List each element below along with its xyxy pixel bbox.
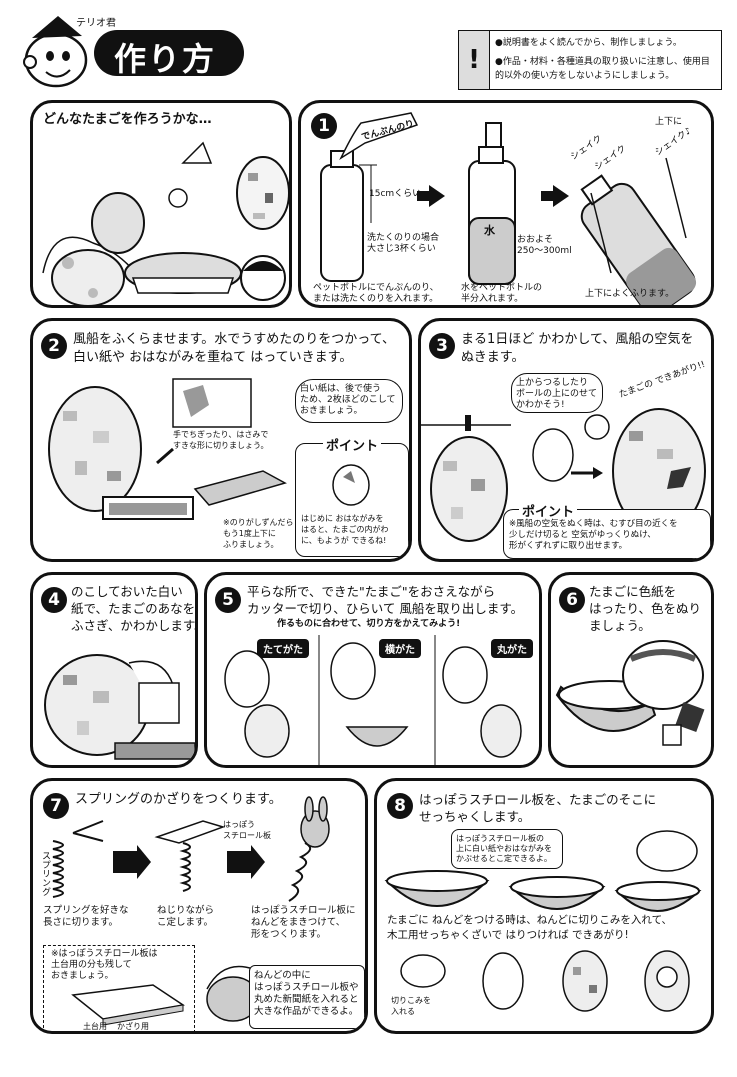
- intro-panel: どんなたまごを作ろうかな…: [30, 100, 292, 308]
- board-illustration: [71, 984, 185, 1026]
- step-4-panel: 4 のこしておいた白い 紙で、たまごのあなを ふさぎ、かわかします。: [30, 572, 198, 768]
- step-1-caption-b: 水をペットボトルの 半分入れます。: [461, 283, 543, 304]
- keep-paper-note: 白い紙は、後で使う ため、2枚ほどのこして おきましょう。: [295, 379, 403, 423]
- step-2-title: 風船をふくらませます。水でうすめたのりをつかって、 白い紙や おはながみを重ねて…: [73, 332, 396, 365]
- step-7-caption-a: スプリングを好きな 長さに切ります。: [43, 905, 129, 928]
- step-2-number: 2: [41, 333, 67, 359]
- cut-vertical-tag: たてがた: [257, 639, 309, 658]
- step-2-panel: 2 風船をふくらませます。水でうすめたのりをつかって、 白い紙や おはながみを重…: [30, 318, 412, 562]
- cover-hole-illustration: [44, 654, 195, 760]
- step-5-title: 平らな所で、できた"たまご"をおさえながら カッターで切り、ひらいて 風船を取り…: [247, 584, 524, 616]
- step-3-point-label: ポイント: [519, 501, 578, 520]
- caution-box: ! ●説明書をよく読んでから、制作しましょう。 ●作品・材料・各種道具の取り扱い…: [458, 30, 722, 90]
- step-6-number: 6: [559, 587, 585, 613]
- arrow-1a-bar: [417, 191, 431, 201]
- step-7-panel: 7 スプリングのかざりをつくります。 スプリング はっぽう スチロール板 スプリ…: [30, 778, 368, 1034]
- step-2-point-text: はじめに おはながみを はると、たまごの内がわ に、もようが できるね!: [301, 514, 389, 545]
- base-use-label: 土台用: [83, 1022, 107, 1031]
- point-egg-icon: [332, 464, 370, 506]
- character-head-icon: [23, 16, 88, 88]
- laundry-glue-label: 洗たくのりの場合 大さじ3杯くらい: [367, 233, 440, 254]
- warning-icon: !: [459, 31, 490, 89]
- cut-horizontal-tag: 横がた: [379, 639, 421, 658]
- step-6-panel: 6 たまごに色紙を はったり、色をぬり ましょう。: [548, 572, 714, 768]
- clay-tip-bubble: ねんどの中に はっぽうスチロール板や 丸めた新聞紙を入れると 大きな作品ができる…: [249, 965, 365, 1029]
- caution-line-2: ●作品・材料・各種道具の取り扱いに注意し、使用目的以外の使い方をしないようにしま…: [495, 57, 710, 81]
- step-3-panel: 3 まる1日ほど かわかして、風船の空気を ぬきます。 上からつるしたり ボール…: [418, 318, 714, 562]
- step-5-number: 5: [215, 587, 241, 613]
- step-8-panel: 8 はっぽうスチロール板を、たまごのそこに せっちゃくします。 はっぽうスチロー…: [374, 778, 714, 1034]
- cutting-illustration: [224, 635, 522, 765]
- height-label: 15cmくらい: [369, 189, 422, 199]
- cut-slit-label: 切りこみを 入れる: [391, 996, 431, 1016]
- spring-label: スプリング: [40, 851, 50, 896]
- step-6-title: たまごに色紙を はったり、色をぬり ましょう。: [589, 584, 702, 633]
- step-1-number: 1: [311, 113, 337, 139]
- step-8-number: 8: [387, 793, 413, 819]
- board-label: はっぽう スチロール板: [223, 820, 271, 840]
- egg-crack-illustration: [42, 141, 289, 305]
- step-7-caption-c: はっぽうスチロール板に ねんどをまきつけて、 形をつくります。: [251, 905, 356, 940]
- clay-hand-illustration: [206, 965, 260, 1022]
- bottle-glue-illustration: [320, 112, 697, 305]
- step-3-title: まる1日ほど かわかして、風船の空気を ぬきます。: [461, 332, 694, 365]
- arrow-1b-icon: [553, 185, 569, 207]
- step-2-point-label: ポイント: [323, 435, 382, 454]
- bowl-attach-illustration: [384, 830, 702, 1012]
- thin-glue-note: ※のりがしずんだら もう1度上下に ふりましょう。: [223, 518, 294, 549]
- spring-illustration: [52, 796, 330, 902]
- intro-question: どんなたまごを作ろうかな…: [43, 112, 212, 127]
- dry-bubble: 上からつるしたり ボールの上にのせて かわかそう!: [511, 373, 603, 413]
- deco-use-label: かざり用: [117, 1022, 149, 1031]
- board-note: ※はっぽうスチロール板は 土台用の分も残して おきましょう。: [51, 949, 158, 981]
- attach-bubble: はっぽうスチロール板の 上に白い紙やおはながみを かぶせるとこ定できるよ。: [451, 829, 563, 869]
- board-note-box: [43, 945, 195, 1031]
- step-7-caption-b: ねじりながら こ定します。: [157, 905, 215, 928]
- step-1-panel: 1 でんぷんのり 15cmくらい 洗たくのりの場合 大さじ3杯くらい 水 おおよ…: [298, 100, 714, 308]
- step-1-caption-a: ペットボトルにでんぷんのり、 または洗たくのりを入れます。: [313, 283, 439, 304]
- water-label: 水: [484, 224, 495, 237]
- step-4-number: 4: [41, 587, 67, 613]
- hanging-egg-illustration: [421, 408, 706, 542]
- painted-egg-illustration: [555, 640, 705, 746]
- amount-label: おおよそ 250〜300ml: [517, 235, 572, 256]
- shake-label-4: 上下に: [655, 117, 683, 127]
- step-3-number: 3: [429, 333, 455, 359]
- balloon-paper-illustration: [48, 378, 287, 520]
- title-badge: [94, 30, 244, 76]
- step-5-subtitle: 作るものに合わせて、切り方をかえてみよう!: [277, 619, 461, 629]
- step-1-caption-c: 上下によくふります。: [585, 289, 675, 299]
- step-7-title: スプリングのかざりをつくります。: [75, 792, 282, 807]
- arrow-1a-icon: [429, 185, 445, 207]
- step-8-caption: たまごに ねんどをつける時は、ねんどに切りこみを入れて、 木工用せっちゃくざいで…: [387, 914, 673, 941]
- character-name: テリオ君: [76, 18, 116, 29]
- step-7-number: 7: [43, 793, 69, 819]
- header: テリオ君 作り方: [14, 12, 254, 92]
- paper-tear-note: 手でちぎったり、はさみで すきな形に切りましょう。: [173, 430, 269, 450]
- step-8-title: はっぽうスチロール板を、たまごのそこに せっちゃくします。: [419, 792, 657, 824]
- step-5-panel: 5 平らな所で、できた"たまご"をおさえながら カッターで切り、ひらいて 風船を…: [204, 572, 542, 768]
- step-3-point-text: ※風船の空気をぬく時は、むすび目の近くを 少しだけ切ると 空気がゆっくりぬけ、 …: [509, 519, 678, 551]
- cut-round-tag: 丸がた: [491, 639, 533, 658]
- page-title: 作り方: [114, 40, 217, 78]
- caution-line-1: ●説明書をよく読んでから、制作しましょう。: [495, 38, 682, 48]
- arrow-1b-bar: [541, 191, 555, 201]
- step-4-title: のこしておいた白い 紙で、たまごのあなを ふさぎ、かわかします。: [71, 584, 198, 633]
